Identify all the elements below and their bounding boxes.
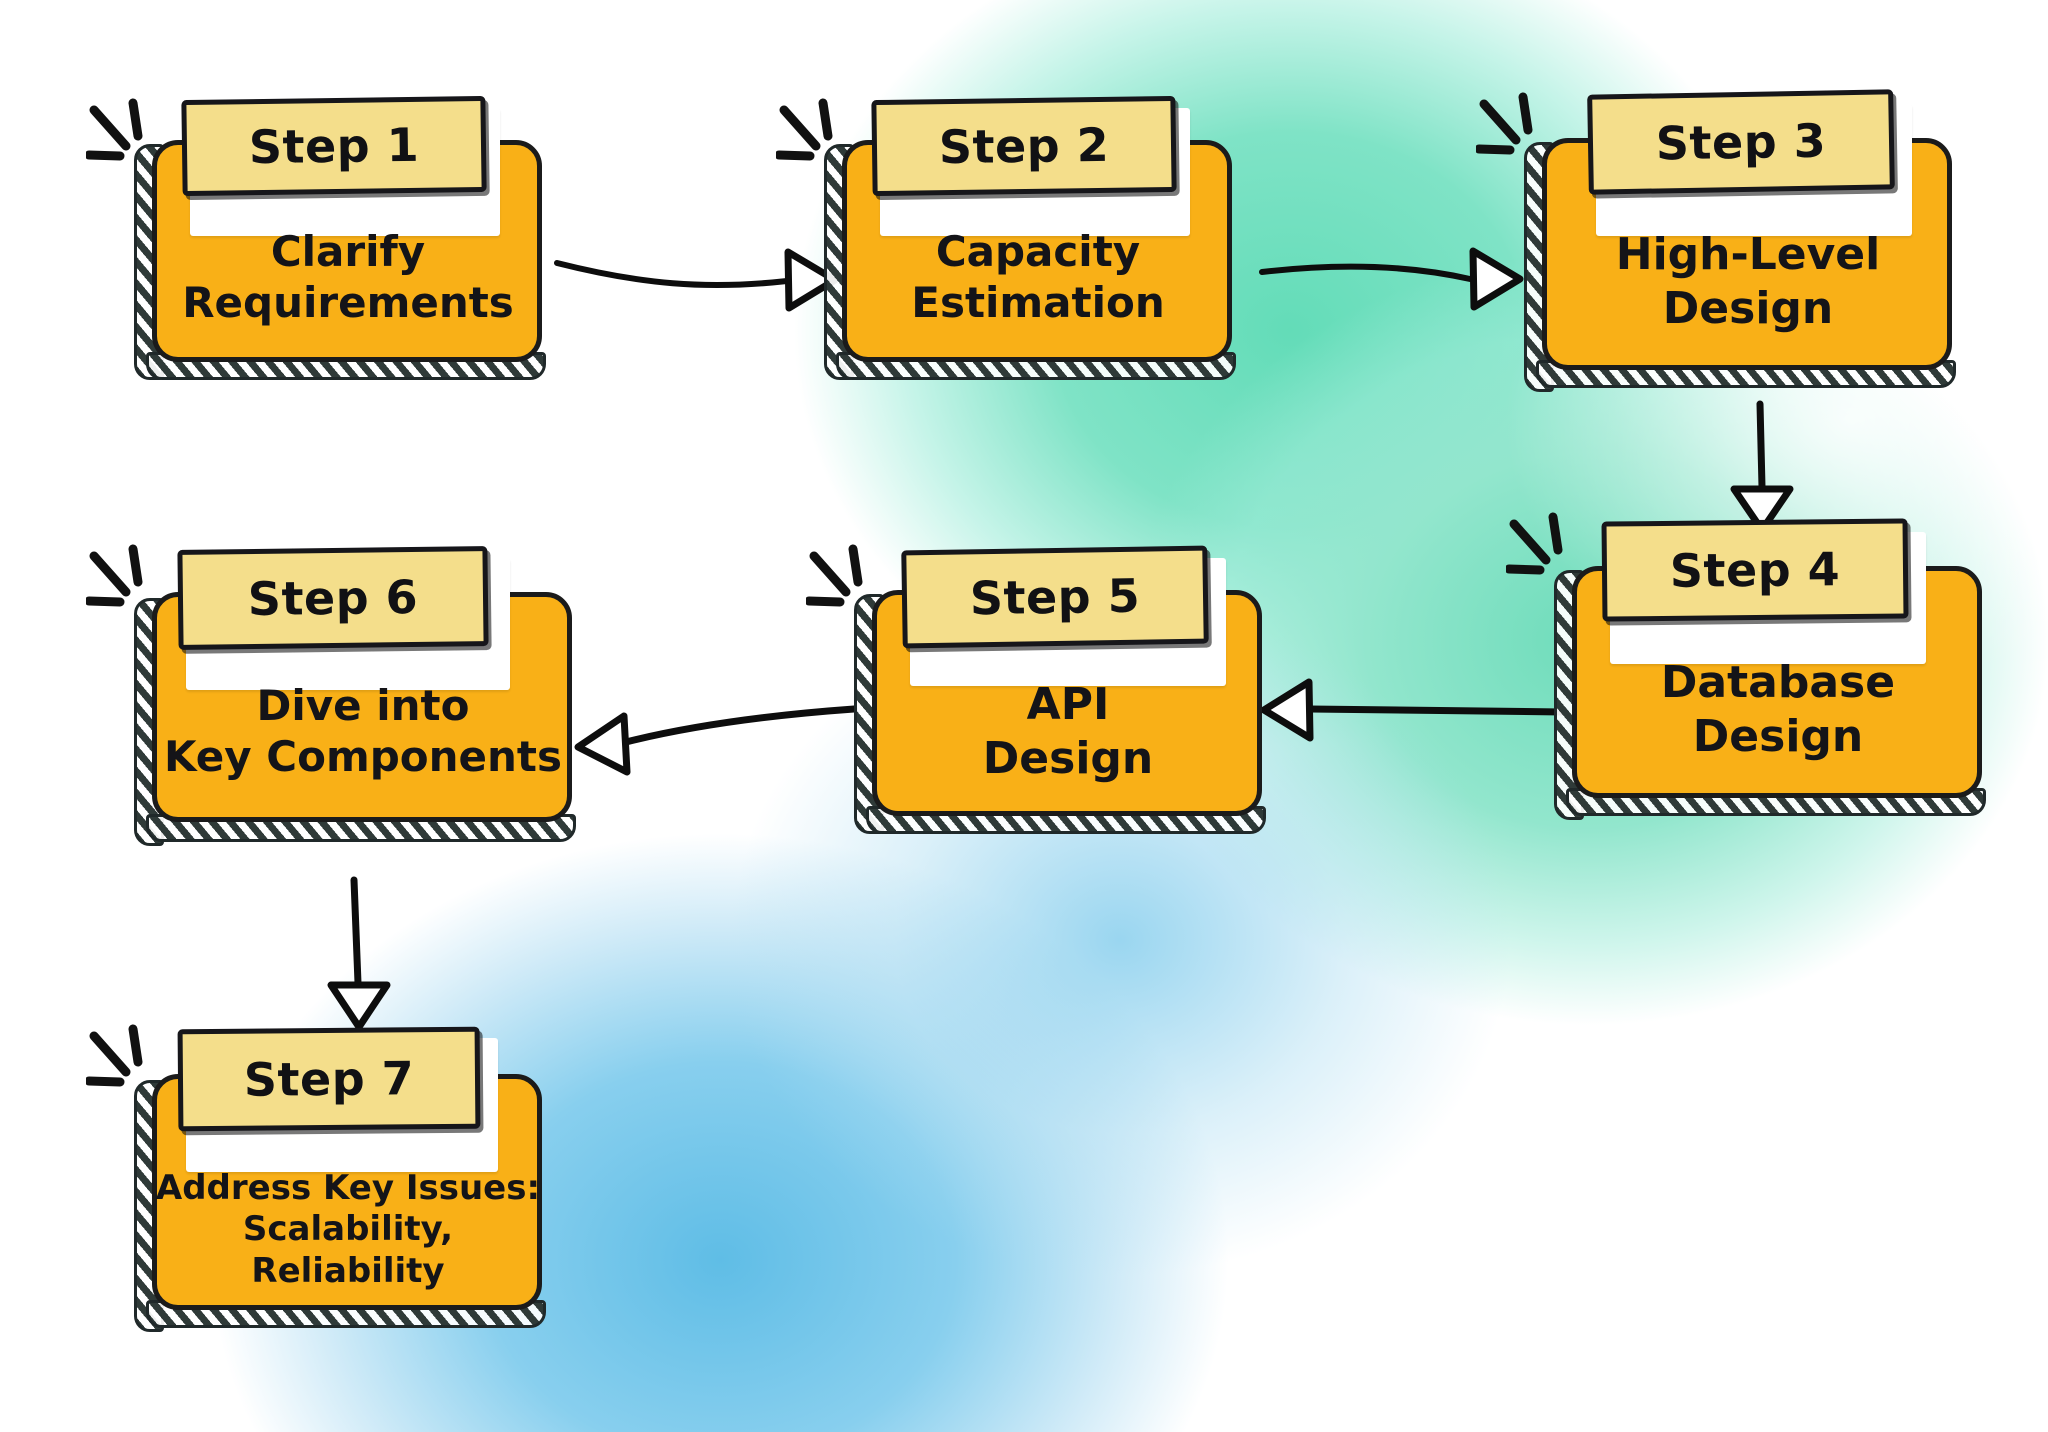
step-tab-label: Step 2	[938, 117, 1110, 175]
node-step5[interactable]: Step 5 API Design	[806, 544, 1278, 848]
step-body-text: High-Level Design	[1615, 229, 1881, 334]
node-step1[interactable]: Step 1 Clarify Requirements	[86, 95, 558, 398]
step-tab[interactable]: Step 2	[871, 95, 1177, 197]
node-step3[interactable]: Step 3 High-Level Design	[1476, 89, 1968, 412]
step-tab-label: Step 6	[247, 569, 419, 627]
step-body-text: Capacity Estimation	[911, 227, 1165, 328]
node-step7[interactable]: Step 7 Address Key Issues: Scalability, …	[86, 1024, 558, 1348]
step-tab-label: Step 5	[969, 568, 1141, 626]
step-tab-label: Step 4	[1669, 542, 1841, 598]
node-step6[interactable]: Step 6 Dive into Key Components	[86, 544, 588, 868]
step-tab[interactable]: Step 6	[177, 546, 489, 650]
step-tab-label: Step 1	[248, 117, 420, 175]
step-tab[interactable]: Step 1	[181, 95, 487, 197]
node-step2[interactable]: Step 2 Capacity Estimation	[776, 95, 1248, 398]
step-tab[interactable]: Step 4	[1601, 518, 1909, 622]
step-tab-label: Step 3	[1655, 113, 1827, 171]
step-body-text: Database Design	[1660, 657, 1896, 762]
step-tab[interactable]: Step 5	[901, 545, 1209, 649]
step-tab-label: Step 7	[243, 1051, 415, 1107]
node-step4[interactable]: Step 4 Database Design	[1506, 512, 1998, 840]
step-tab[interactable]: Step 3	[1587, 89, 1895, 195]
step-body-text: Dive into Key Components	[163, 681, 562, 782]
step-tab[interactable]: Step 7	[177, 1026, 481, 1132]
step-body-text: API Design	[982, 679, 1154, 784]
step-body-text: Clarify Requirements	[182, 227, 514, 328]
step-body-text: Address Key Issues: Scalability, Reliabi…	[155, 1168, 541, 1291]
